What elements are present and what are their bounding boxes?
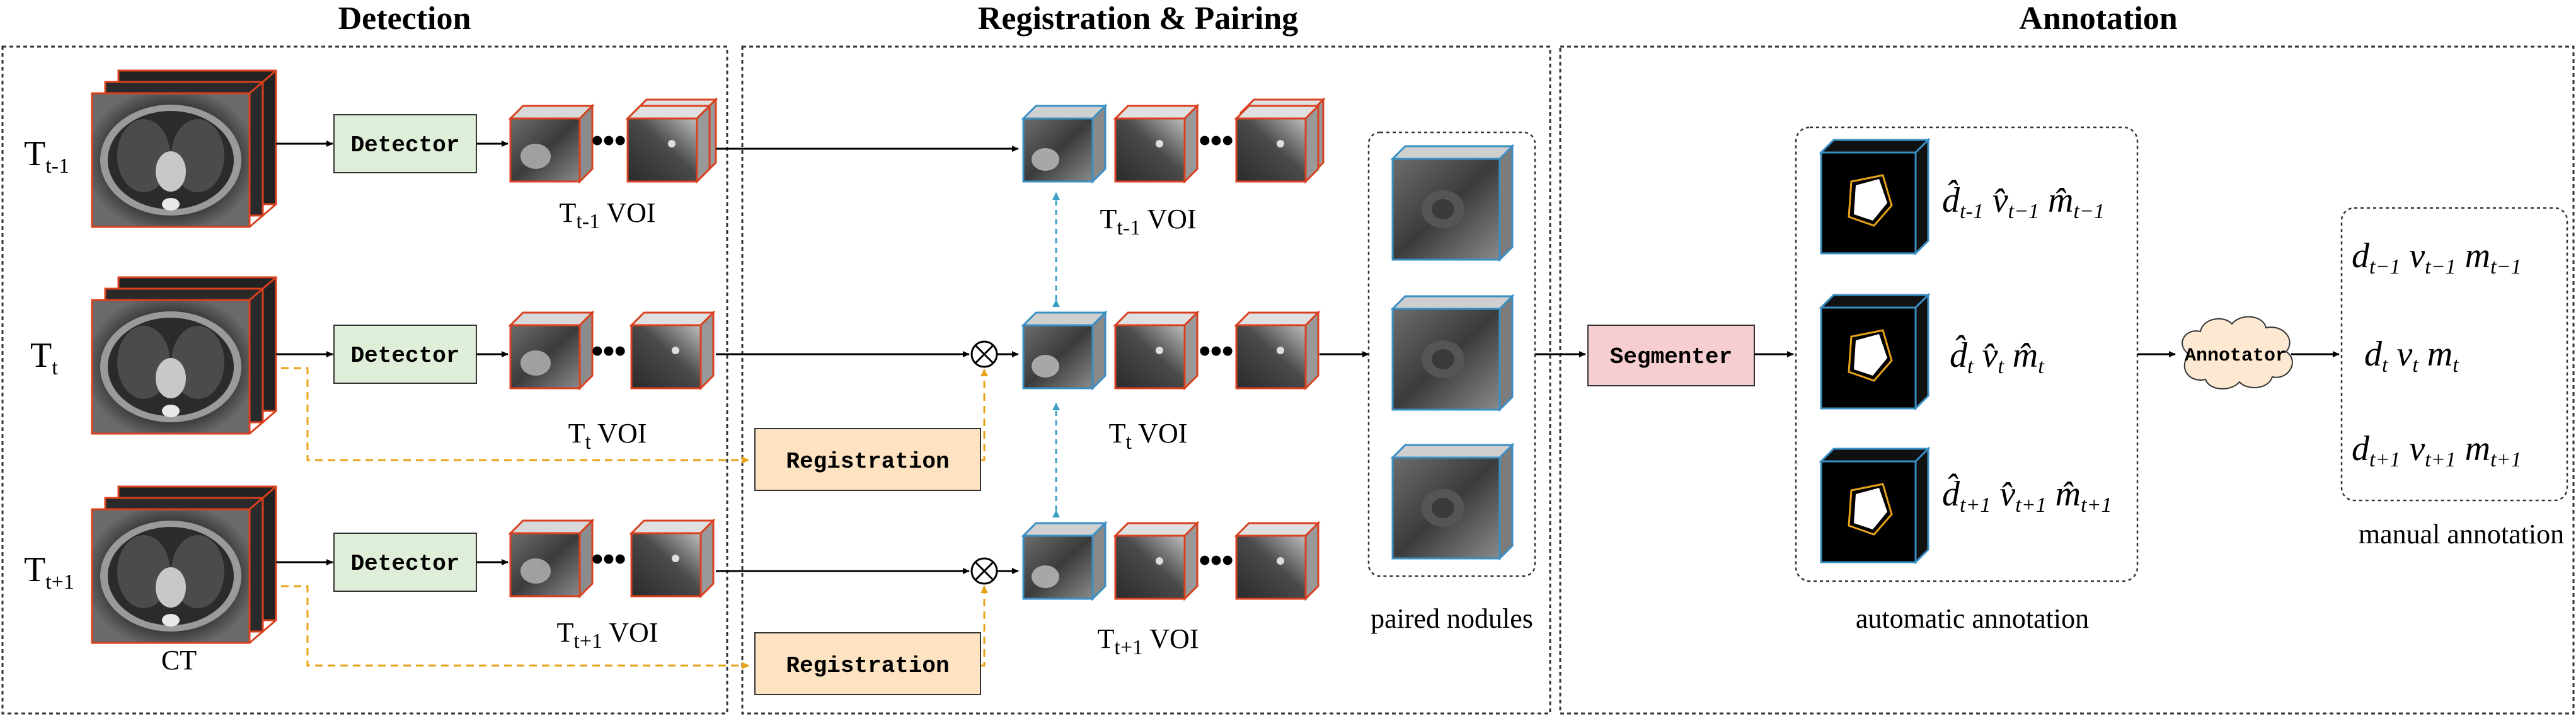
annotator-cloud: Annotator [2182, 316, 2293, 390]
svg-text:Detector: Detector [351, 343, 460, 369]
ct-volume-t-plus-1 [91, 485, 277, 644]
voi-label-t-registered: Tt VOI [1109, 418, 1188, 454]
paired-nodule-cube [1391, 295, 1514, 411]
voi-cube-registered [1022, 311, 1107, 390]
svg-text:Registration: Registration [786, 653, 949, 679]
voi-label-t-plus-1: Tt+1 VOI [557, 617, 658, 653]
annotation-frame [1559, 45, 2575, 715]
ellipsis: ••• [592, 333, 626, 369]
svg-text:Registration: Registration [786, 449, 949, 475]
auto-annotation-row-t-plus-1: d̂t+1 v̂t+1 m̂t+1 [1942, 473, 2112, 517]
voi-label-t-minus-1-registered: Tt-1 VOI [1100, 204, 1196, 240]
ct-label: CT [161, 645, 197, 676]
detector-box-t-minus-1: Detector [333, 114, 477, 173]
voi-cube [630, 519, 715, 598]
segmentation-cube [1820, 448, 1929, 563]
time-label-t-minus-1: Tt-1 [24, 134, 69, 178]
voi-cube [1235, 105, 1320, 183]
segmentation-cube [1820, 294, 1929, 410]
segmentation-cube [1820, 139, 1929, 255]
manual-annotation-panel [2340, 207, 2568, 502]
registration-box-t-plus-1: Registration [754, 632, 981, 695]
voi-cube [626, 105, 711, 183]
ellipsis: ••• [592, 541, 626, 577]
ct-volume-t [91, 276, 277, 435]
voi-cube [1114, 522, 1199, 600]
segmenter-box: Segmenter [1587, 325, 1755, 386]
ellipsis: ••• [592, 122, 626, 159]
voi-cube [1235, 311, 1320, 390]
svg-text:Detector: Detector [351, 551, 460, 577]
voi-label-t-minus-1: Tt-1 VOI [559, 197, 655, 233]
manual-annotation-row-t: dt vt mt [2364, 335, 2459, 377]
registration-frame [741, 45, 1551, 715]
manual-annotation-row-t-minus-1: dt−1 vt−1 mt−1 [2352, 236, 2521, 279]
manual-annotation-label: manual annotation [2359, 519, 2564, 550]
detector-box-t: Detector [333, 325, 477, 384]
automatic-annotation-label: automatic annotation [1856, 603, 2089, 634]
voi-cube [509, 519, 594, 598]
voi-cube [509, 105, 594, 183]
auto-annotation-row-t-minus-1: d̂t-1 v̂t−1 m̂t−1 [1942, 180, 2105, 223]
detector-box-t-plus-1: Detector [333, 533, 477, 592]
voi-cube-registered [1022, 522, 1107, 600]
voi-cube [630, 311, 715, 390]
svg-text:Detector: Detector [351, 132, 460, 158]
voi-cube [1114, 311, 1199, 390]
voi-cube [1235, 522, 1320, 600]
ct-volume-t-minus-1 [91, 69, 277, 228]
voi-label-t-plus-1-registered: Tt+1 VOI [1098, 623, 1199, 659]
time-label-t: Tt [30, 336, 58, 379]
auto-annotation-row-t: d̂t v̂t m̂t [1950, 335, 2045, 378]
section-title-annotation: Annotation [2019, 1, 2177, 37]
paired-nodule-cube [1391, 145, 1514, 261]
voi-label-t: Tt VOI [568, 418, 647, 454]
paired-nodules-label: paired nodules [1371, 603, 1533, 634]
combine-operator-t-plus-1 [970, 557, 998, 585]
ellipsis: ••• [1199, 333, 1234, 369]
time-label-t-plus-1: Tt+1 [24, 550, 74, 594]
detection-frame [1, 45, 728, 715]
svg-text:Annotator: Annotator [2185, 345, 2287, 367]
manual-annotation-row-t-plus-1: dt+1 vt+1 mt+1 [2352, 429, 2521, 471]
combine-operator-t [970, 340, 998, 368]
voi-cube-registered [1022, 105, 1107, 183]
voi-cube [509, 311, 594, 390]
registration-box-t: Registration [754, 428, 981, 491]
svg-text:Segmenter: Segmenter [1610, 344, 1732, 370]
paired-nodule-cube [1391, 444, 1514, 560]
section-title-detection: Detection [338, 1, 471, 37]
section-title-registration: Registration & Pairing [978, 1, 1298, 37]
ellipsis: ••• [1199, 542, 1234, 579]
ellipsis: ••• [1199, 122, 1234, 159]
voi-cube [1114, 105, 1199, 183]
